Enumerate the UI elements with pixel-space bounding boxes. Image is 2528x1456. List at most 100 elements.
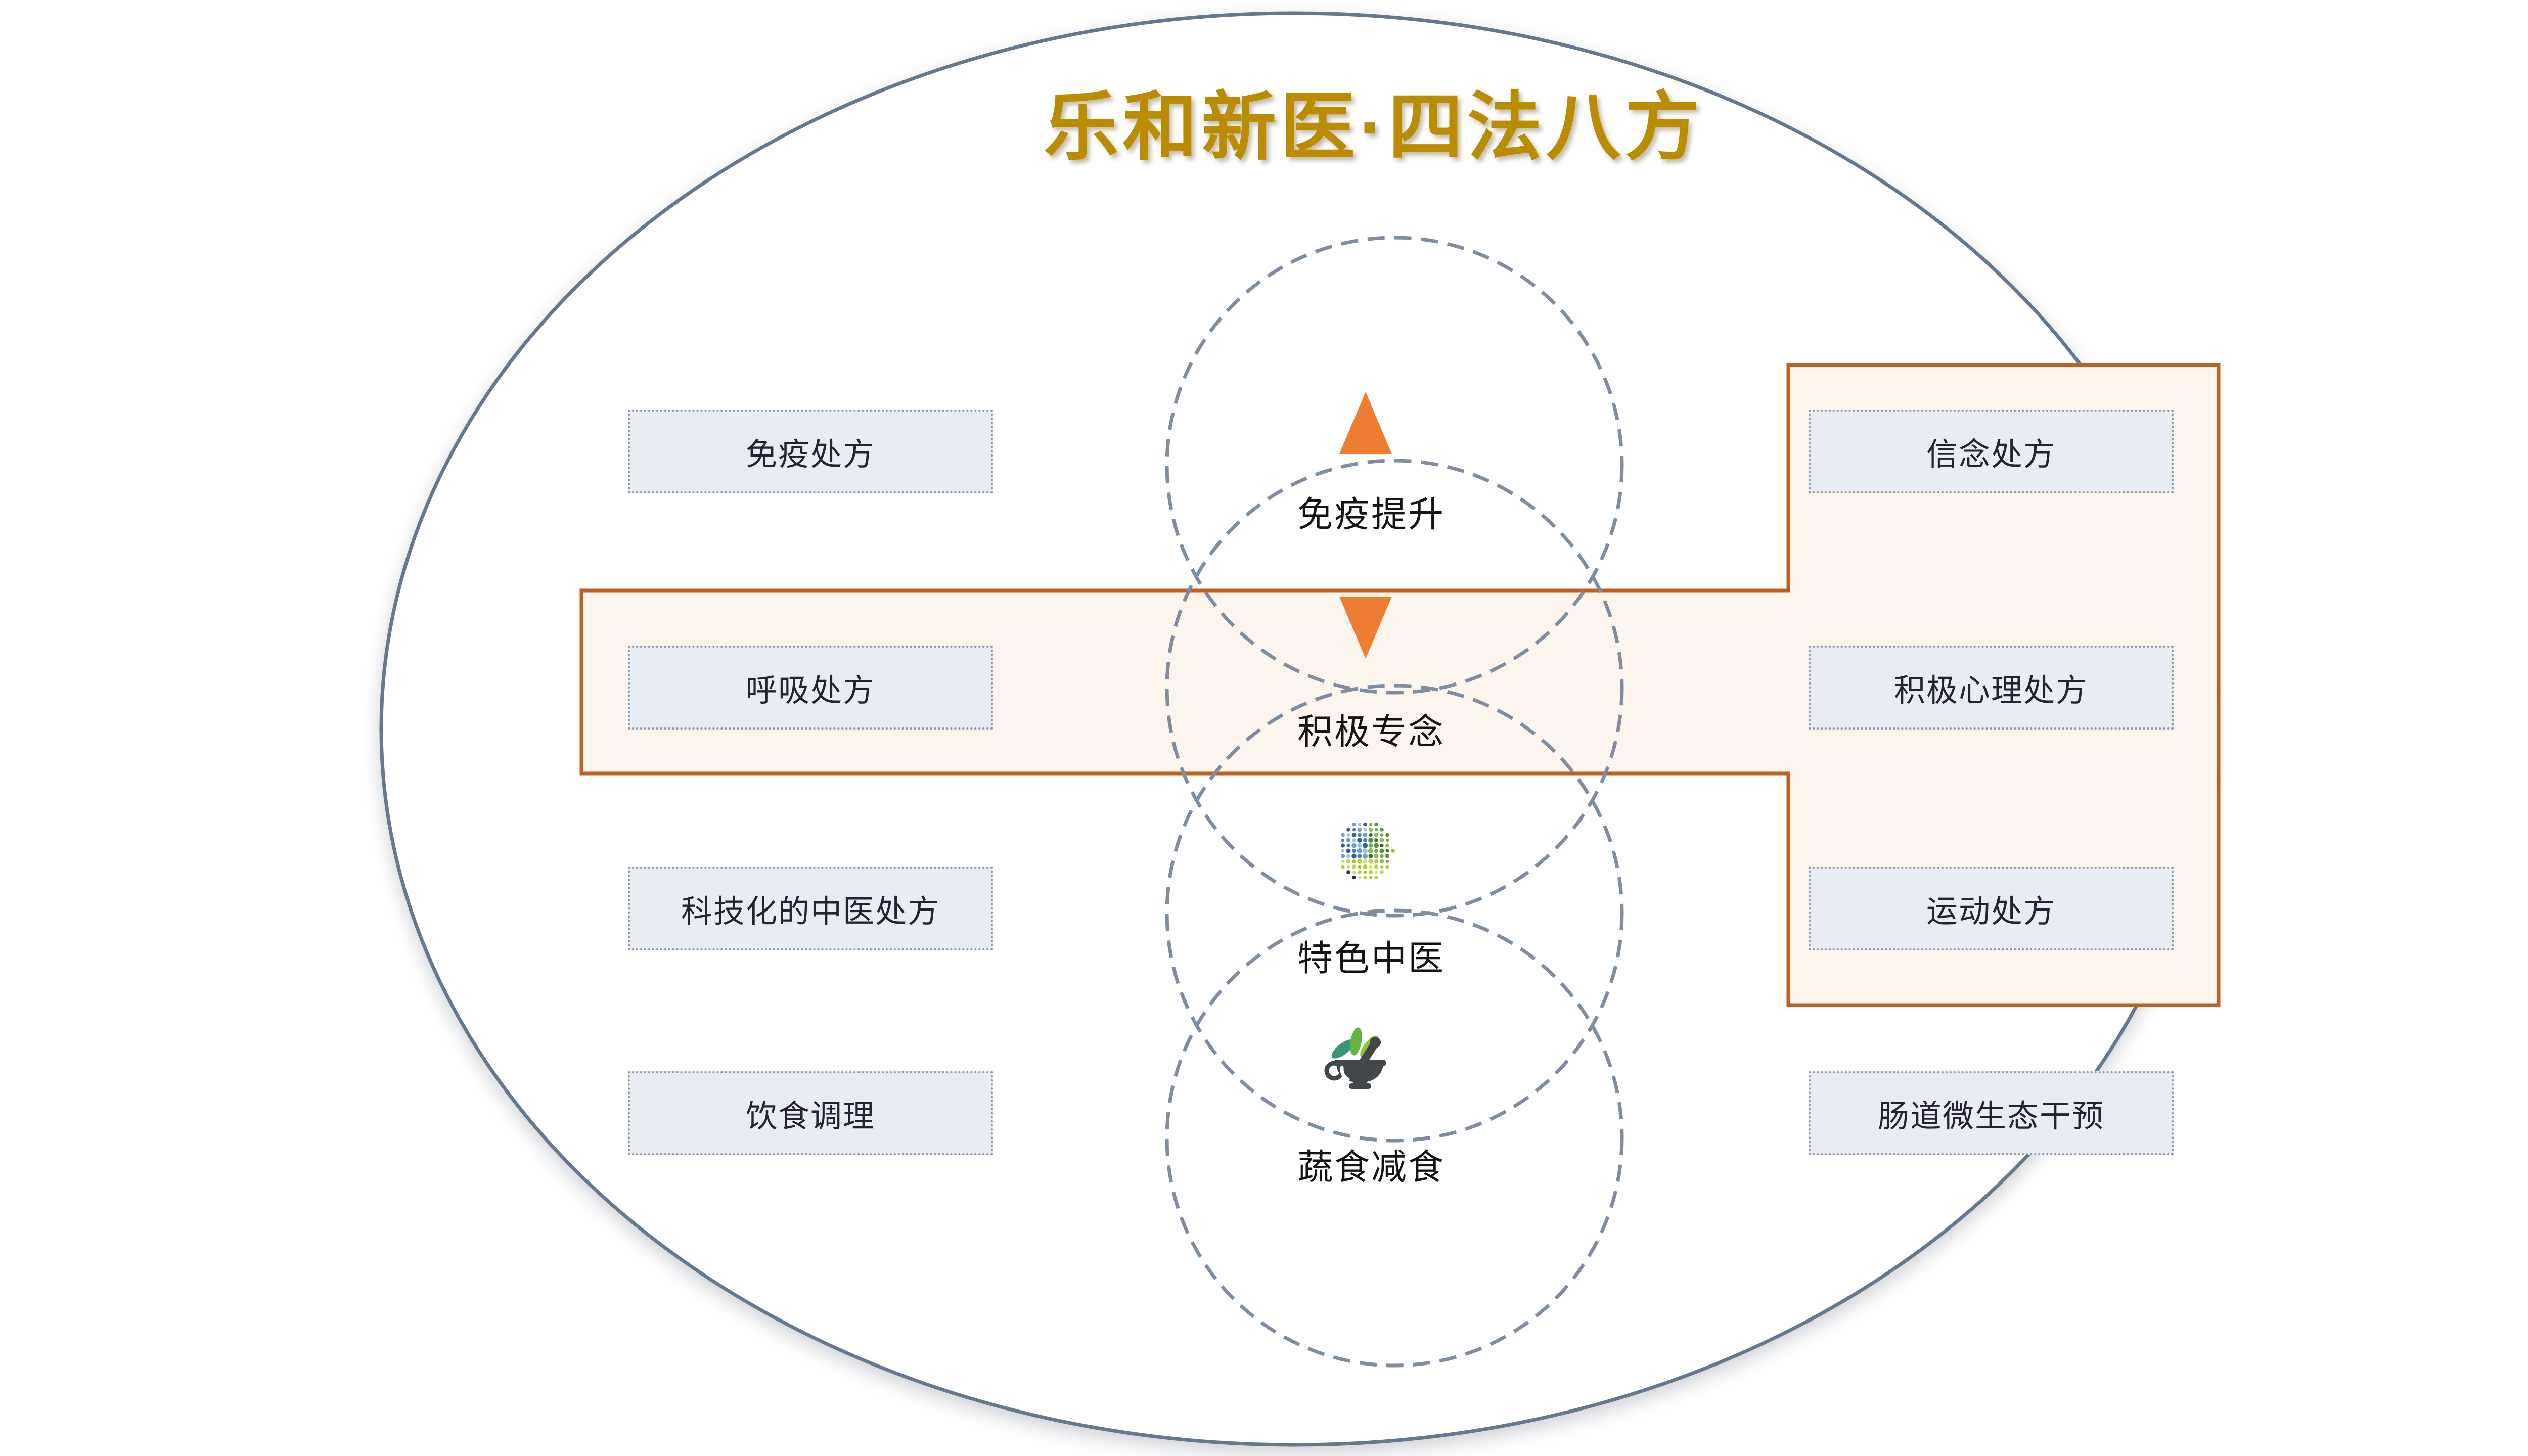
dot-globe-dot <box>1357 843 1362 848</box>
dot-globe-dot <box>1346 833 1350 837</box>
box-breathing-rx-label: 呼吸处方 <box>745 673 875 708</box>
dot-globe-dot <box>1341 859 1345 863</box>
dot-globe-dot <box>1369 823 1372 826</box>
dot-globe-dot <box>1374 843 1379 848</box>
dot-globe-dot <box>1374 828 1378 832</box>
dot-globe-dot <box>1379 838 1384 843</box>
diagram-title: 乐和新医·四法八方 <box>1044 85 1704 169</box>
dot-globe-dot <box>1363 875 1367 880</box>
dot-globe-dot <box>1374 853 1379 859</box>
dot-globe-dot <box>1374 859 1378 863</box>
dot-globe-dot <box>1369 864 1373 869</box>
flow-label-tcm: 特色中医 <box>1297 938 1445 978</box>
dot-globe-dot <box>1379 859 1384 864</box>
dot-globe-dot <box>1352 870 1356 874</box>
dot-globe-dot <box>1385 849 1389 853</box>
dot-globe-dot <box>1352 828 1356 832</box>
dot-globe-dot <box>1351 853 1357 859</box>
dot-globe-dot <box>1385 859 1389 863</box>
box-gut-microbiome-label: 肠道微生态干预 <box>1877 1099 2104 1134</box>
dot-globe-dot <box>1368 843 1373 848</box>
dashed-circle-mindfulness <box>1165 459 1624 918</box>
dot-globe-dot <box>1357 827 1362 832</box>
box-diet-conditioning: 饮食调理 <box>628 1071 993 1155</box>
dot-globe-dot <box>1385 864 1389 869</box>
dot-globe-dot <box>1346 870 1350 874</box>
dot-globe-dot <box>1346 828 1350 832</box>
dot-globe-dot <box>1346 838 1351 843</box>
dot-globe-dot <box>1357 848 1363 854</box>
dot-globe-dot <box>1368 870 1373 875</box>
bowl-highlight <box>1340 1066 1350 1081</box>
dot-globe-dot <box>1385 838 1389 842</box>
dot-globe-dot <box>1341 864 1345 869</box>
dot-globe-dot <box>1368 848 1374 854</box>
leaf-green <box>1350 1027 1362 1056</box>
dot-globe-dot <box>1357 870 1362 875</box>
dot-globe-dot <box>1340 843 1345 848</box>
dot-globe-dot <box>1369 876 1372 879</box>
box-gut-microbiome: 肠道微生态干预 <box>1809 1071 2174 1155</box>
dot-globe-dot <box>1341 838 1345 842</box>
box-immunity-rx-label: 免疫处方 <box>745 437 875 472</box>
box-tech-tcm-rx: 科技化的中医处方 <box>628 867 993 950</box>
dot-globe-dot <box>1352 822 1356 827</box>
dot-globe-dot <box>1346 859 1351 864</box>
box-positive-psych-rx: 积极心理处方 <box>1809 646 2174 730</box>
dot-globe-dot <box>1363 864 1368 870</box>
box-belief-rx: 信念处方 <box>1809 410 2174 493</box>
dot-globe-dot <box>1363 870 1367 874</box>
up-triangle-icon <box>1339 392 1392 454</box>
dot-globe-dot <box>1374 838 1378 842</box>
dot-globe-dot <box>1385 833 1389 837</box>
dot-globe-dot <box>1358 823 1361 826</box>
dot-globe-dot <box>1363 822 1367 827</box>
flow-label-immunity: 免疫提升 <box>1297 494 1445 534</box>
dot-globe-dot <box>1351 848 1357 853</box>
dot-globe-dot <box>1346 843 1350 848</box>
flow-label-mindfulness: 积极专念 <box>1297 712 1445 752</box>
dot-globe-dot <box>1357 854 1362 858</box>
dashed-circles <box>1165 236 1624 1368</box>
dot-globe-dot <box>1379 848 1384 853</box>
box-breathing-rx: 呼吸处方 <box>628 646 993 730</box>
dot-globe-dot <box>1380 843 1384 848</box>
dot-globe-dot <box>1346 854 1350 858</box>
box-belief-rx-label: 信念处方 <box>1926 437 2056 472</box>
dashed-circle-immunity <box>1165 236 1624 695</box>
box-diet-conditioning-label: 饮食调理 <box>745 1099 875 1134</box>
dot-globe-dot <box>1380 854 1384 858</box>
box-exercise-rx-label: 运动处方 <box>1926 894 2056 929</box>
dot-globe-dot <box>1380 828 1384 832</box>
dot-globe-dot <box>1368 854 1373 858</box>
dot-globe-dot <box>1374 864 1379 869</box>
flow-label-diet: 蔬食减食 <box>1297 1147 1445 1187</box>
dot-globe-dot <box>1358 876 1361 879</box>
dot-globe-dot <box>1352 875 1356 880</box>
dot-globe-dot <box>1368 859 1373 864</box>
dot-globe-dot <box>1346 865 1350 869</box>
dot-globe-dot <box>1362 853 1368 859</box>
dot-globe-dot <box>1351 864 1357 869</box>
dot-globe-icon <box>1340 822 1395 880</box>
dot-globe-dot <box>1363 848 1368 853</box>
dot-globe-dot <box>1374 822 1378 827</box>
dot-globe-dot <box>1380 865 1384 869</box>
dot-globe-dot <box>1363 832 1368 838</box>
dot-globe-dot <box>1374 875 1378 880</box>
dot-globe-dot <box>1363 828 1367 832</box>
dot-globe-dot <box>1380 870 1384 874</box>
dot-globe-dot <box>1351 833 1357 837</box>
box-exercise-rx: 运动处方 <box>1809 867 2174 950</box>
dot-globe-dot <box>1357 838 1362 843</box>
dot-globe-dot <box>1351 843 1357 848</box>
dot-globe-dot <box>1352 838 1356 842</box>
box-immunity-rx: 免疫处方 <box>628 410 993 493</box>
box-tech-tcm-rx-label: 科技化的中医处方 <box>681 894 940 929</box>
dot-globe-dot <box>1369 833 1373 837</box>
dot-globe-dot <box>1363 859 1368 864</box>
dot-globe-dot <box>1358 833 1362 837</box>
dot-globe-dot <box>1391 849 1395 853</box>
dot-globe-dot <box>1368 827 1373 832</box>
